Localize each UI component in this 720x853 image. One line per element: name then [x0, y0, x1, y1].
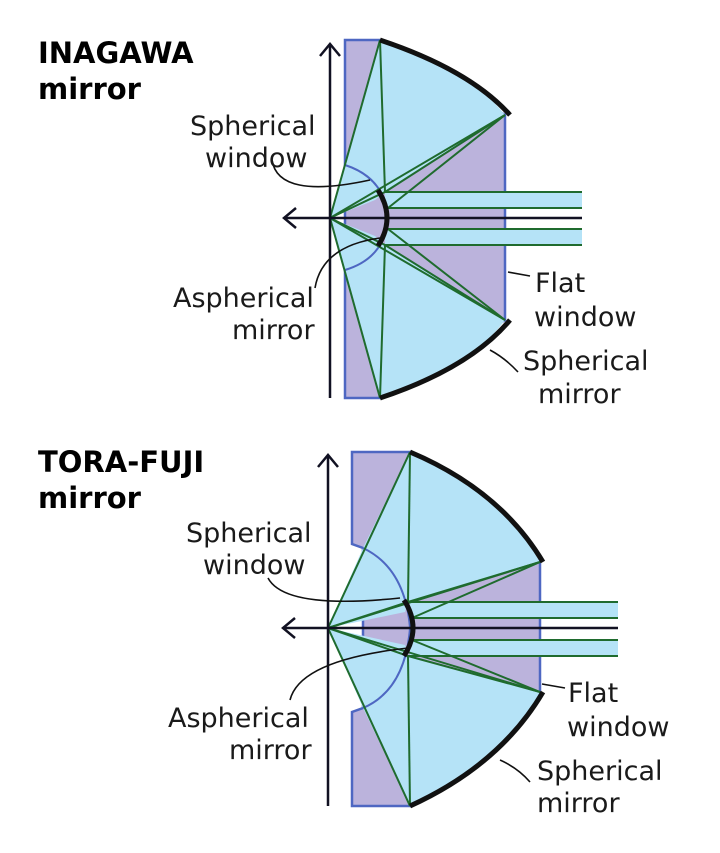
- inagawa-leader-aspherical-mirror: [314, 237, 381, 289]
- inagawa-beam-upper: [385, 192, 582, 208]
- inagawa-spherical-mirror-upper: [379, 37, 512, 117]
- inagawa-label-flat-window: Flat window: [534, 268, 636, 333]
- torafuji-diagram: TORA-FUJI mirror: [38, 445, 671, 819]
- torafuji-spherical-mirror-upper: [409, 449, 546, 564]
- inagawa-diagram: INAGAWA mirror: [38, 36, 657, 410]
- torafuji-light-upper: [363, 452, 540, 602]
- inagawa-light-upper: [345, 40, 505, 192]
- torafuji-spherical-mirror-lower: [408, 690, 546, 809]
- inagawa-label-spherical-mirror: Spherical mirror: [523, 346, 657, 410]
- torafuji-aspherical-mirror: [401, 598, 416, 658]
- inagawa-title-line1: INAGAWA: [38, 36, 194, 70]
- inagawa-title-line2: mirror: [38, 72, 142, 106]
- torafuji-label-spherical-window: Spherical window: [186, 518, 320, 581]
- torafuji-beam-upper: [410, 602, 618, 618]
- inagawa-beam-lower: [385, 229, 582, 245]
- torafuji-leader-flat-window: [541, 683, 566, 689]
- torafuji-axis-arrow-left: [281, 617, 296, 639]
- inagawa-axis-arrow-up: [319, 42, 341, 57]
- torafuji-label-spherical-mirror: Spherical mirror: [537, 756, 671, 819]
- inagawa-label-spherical-window: Spherical window: [190, 111, 324, 174]
- torafuji-title-line1: TORA-FUJI: [38, 445, 204, 479]
- inagawa-leader-spherical-mirror: [489, 349, 519, 373]
- inagawa-light-near-upper: [330, 165, 385, 218]
- torafuji-leader-aspherical-mirror: [289, 647, 409, 701]
- torafuji-axis-arrow-up: [317, 453, 339, 468]
- torafuji-label-aspherical-mirror: Aspherical mirror: [168, 703, 318, 766]
- torafuji-light-lower: [363, 656, 540, 806]
- inagawa-spherical-mirror-lower: [379, 318, 512, 401]
- torafuji-label-flat-window: Flat window: [567, 678, 669, 743]
- inagawa-light-lower: [345, 245, 505, 398]
- inagawa-leader-spherical-window: [271, 159, 371, 188]
- inagawa-aspherical-mirror: [375, 188, 390, 248]
- inagawa-label-aspherical-mirror: Aspherical mirror: [173, 283, 323, 346]
- torafuji-rays: [327, 451, 618, 807]
- torafuji-beam-lower: [410, 640, 618, 656]
- torafuji-leader-spherical-mirror: [499, 759, 531, 783]
- inagawa-leader-flat-window: [507, 271, 531, 277]
- torafuji-leader-spherical-window: [267, 577, 401, 603]
- inagawa-rays: [329, 39, 582, 399]
- torafuji-title-line2: mirror: [38, 481, 142, 515]
- inagawa-axis-arrow-left: [282, 207, 297, 229]
